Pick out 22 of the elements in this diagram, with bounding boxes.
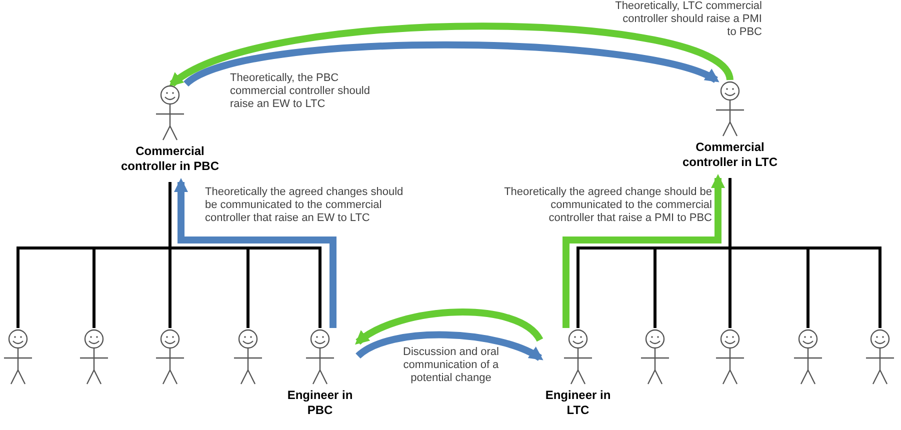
person-icon [78, 328, 110, 386]
arrow [168, 22, 733, 87]
person-icon [714, 328, 746, 386]
person-icon [154, 328, 186, 386]
person-icon [792, 328, 824, 386]
person-icon [2, 328, 34, 386]
person-icon [232, 328, 264, 386]
person-label: Engineer in LTC [544, 388, 612, 418]
person-label: Commercial controller in PBC [120, 144, 220, 174]
edge-label: Discussion and oral communication of a potential change [402, 346, 500, 385]
arrow [356, 331, 544, 362]
person-label: Commercial controller in LTC [681, 140, 779, 170]
edge-label: Theoretically, LTC commercial controller should raise a PMI to PBC [614, 0, 762, 39]
edge-label: Theoretically, the PBC commercial controller should raise an EW to LTC [230, 72, 371, 111]
person-label: Engineer in PBC [286, 388, 354, 418]
arrow [184, 41, 720, 87]
person-icon [639, 328, 671, 386]
edge-label: Theoretically the agreed changes should be communicated to the commercial controller that raise an EW to LTC [205, 186, 404, 225]
person-icon [864, 328, 896, 386]
org-chart-line [728, 178, 882, 328]
arrow [354, 308, 543, 345]
edge-label: Theoretically the agreed change should be communicated to the commercial controller that raise a PMI to PBC [504, 186, 712, 225]
